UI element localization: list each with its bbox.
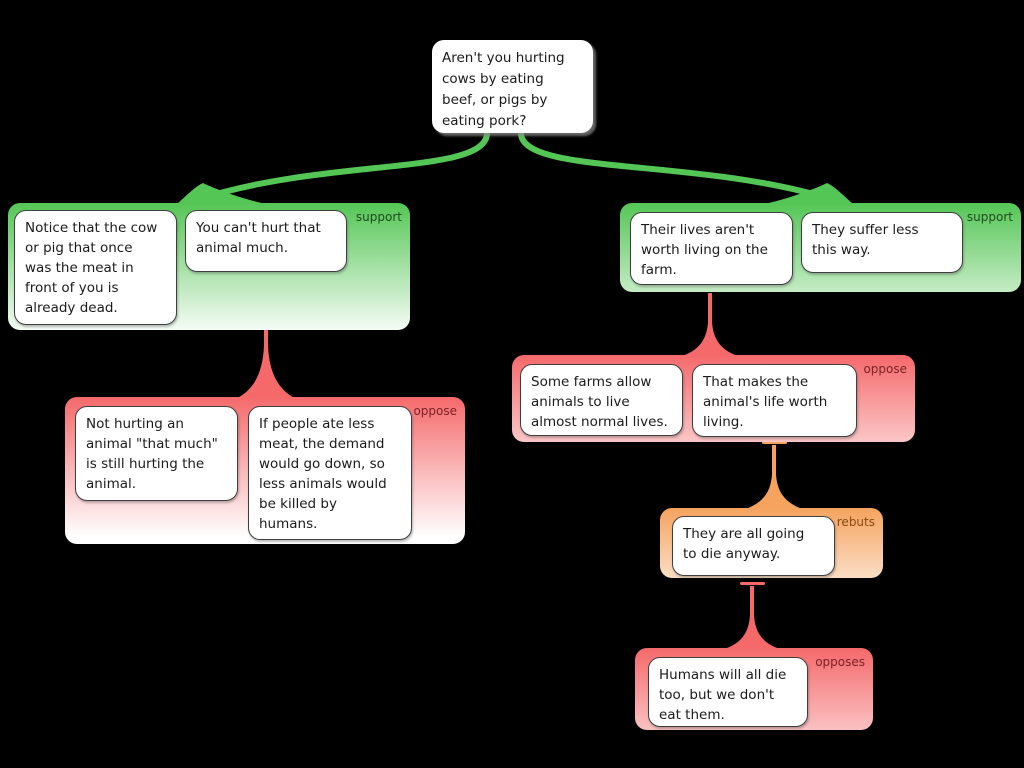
argument-node-cant-hurt-much[interactable]: You can't hurt that animal much. [185, 210, 347, 272]
support-edge-right-flare [760, 183, 854, 205]
argument-node-lives-not-worth-living[interactable]: Their lives aren't worth living on the f… [630, 212, 793, 285]
argument-node-still-hurting[interactable]: Not hurting an animal "that much" is sti… [75, 406, 238, 501]
relation-label-rebuts: rebuts [836, 515, 875, 529]
root-claim-node[interactable]: Aren't you hurting cows by eating beef, … [432, 40, 593, 133]
argument-node-demand-down[interactable]: If people ate less meat, the demand woul… [248, 406, 412, 540]
support-edge-left-curve [200, 130, 490, 201]
argument-node-farms-normal-lives[interactable]: Some farms allow animals to live almost … [520, 364, 683, 436]
support-edge-left-flare [176, 183, 270, 205]
support-edge-right-curve [518, 130, 830, 201]
oppose-connector-bottom-bar [740, 582, 765, 585]
relation-label-opposes: opposes [815, 655, 865, 669]
relation-label-support-right: support [966, 210, 1013, 224]
rebut-connector-trumpet [743, 445, 805, 510]
oppose-connector-left-trumpet [233, 282, 299, 400]
relation-label-oppose-left: oppose [413, 404, 457, 418]
argument-node-humans-die-too[interactable]: Humans will all die too, but we don't ea… [648, 657, 808, 727]
oppose-connector-bottom-trumpet [721, 586, 783, 650]
argument-node-die-anyway[interactable]: They are all going to die anyway. [672, 516, 835, 576]
argument-node-already-dead[interactable]: Notice that the cow or pig that once was… [14, 210, 177, 325]
relation-label-support-left: support [355, 210, 402, 224]
relation-label-oppose-middle: oppose [863, 362, 907, 376]
argument-node-life-worth-living[interactable]: That makes the animal's life worth livin… [692, 364, 857, 437]
oppose-connector-middle-trumpet [679, 293, 741, 357]
argument-node-suffer-less[interactable]: They suffer less this way. [801, 212, 963, 273]
